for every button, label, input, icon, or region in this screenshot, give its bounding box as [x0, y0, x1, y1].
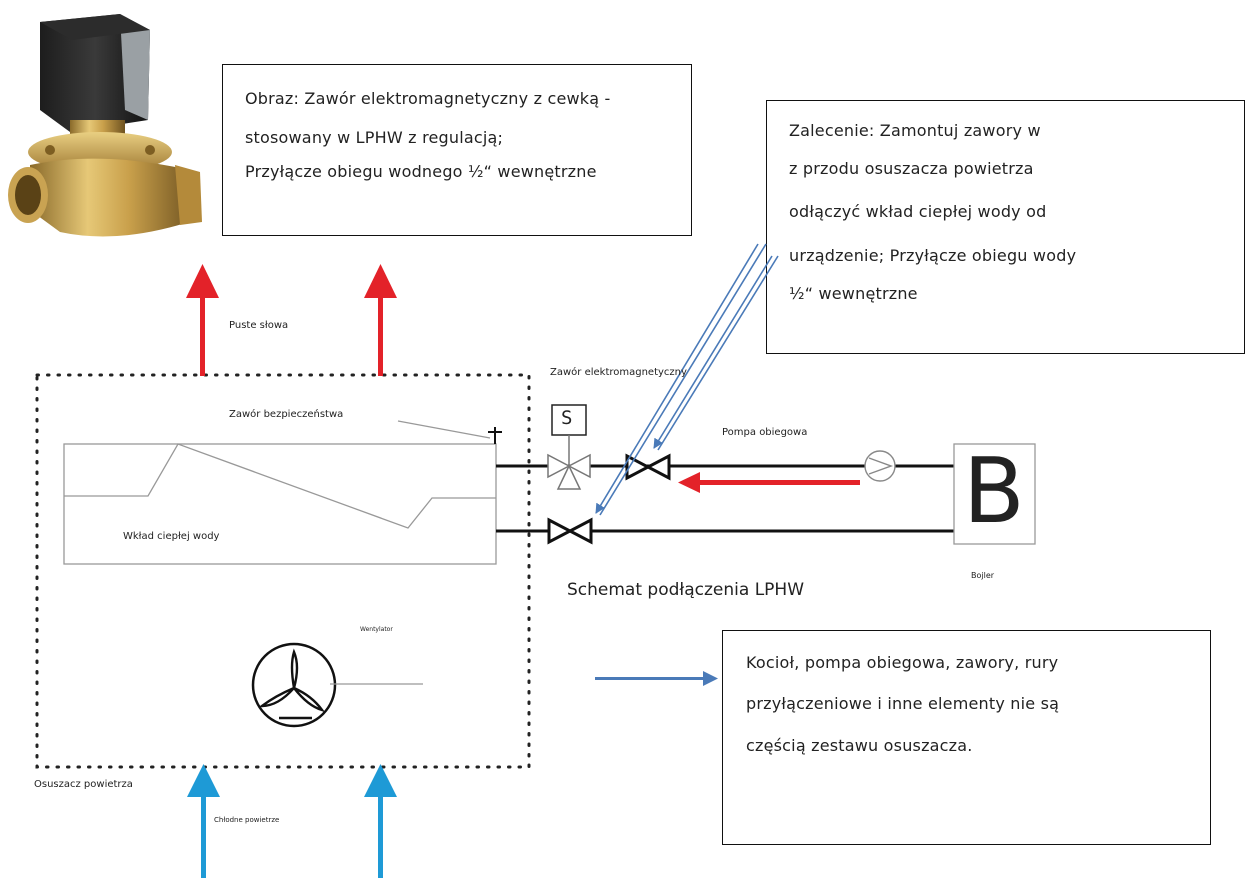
three-way-solenoid-valve	[547, 404, 591, 490]
scope-line-2: przyłączeniowe i inne elementy nie są	[746, 694, 1060, 713]
shutoff-valve-lower	[547, 517, 593, 545]
safety-valve-icon	[488, 427, 502, 444]
flow-direction-arrow	[678, 472, 860, 493]
fan-icon	[251, 642, 337, 728]
solenoid-s-symbol: S	[561, 407, 573, 429]
boiler-icon	[953, 443, 1036, 545]
boiler-b-symbol: B	[963, 439, 1025, 544]
dehumidifier-outline	[35, 373, 531, 769]
diagram-title: Schemat podłączenia LPHW	[567, 580, 805, 600]
image-description-box: Obraz: Zawór elektromagnetyczny z cewką …	[222, 64, 692, 236]
pump-icon	[864, 450, 896, 482]
recommendation-line-5: ½“ wewnętrzne	[789, 284, 918, 303]
recommendation-line-1: Zalecenie: Zamontuj zawory w	[789, 121, 1041, 140]
cool-air-label: Chłodne powietrze	[214, 816, 280, 824]
hot-water-coil	[63, 443, 497, 565]
scope-pointer-arrow	[595, 671, 718, 686]
safety-valve-label: Zawór bezpieczeństwa	[229, 409, 344, 420]
recommendation-line-4: urządzenie; Przyłącze obiegu wody	[789, 246, 1077, 265]
image-note-line-1: Obraz: Zawór elektromagnetyczny z cewką …	[245, 89, 611, 108]
image-note-line-2: stosowany w LPHW z regulacją;	[245, 128, 504, 147]
recommendation-box: Zalecenie: Zamontuj zawory w z przodu os…	[766, 100, 1245, 354]
hot-air-arrows	[186, 264, 397, 376]
puste-slowa-label: Puste słowa	[229, 320, 289, 331]
dehumidifier-label: Osuszacz powietrza	[34, 779, 133, 790]
scope-note-box: Kocioł, pompa obiegowa, zawory, rury prz…	[722, 630, 1211, 845]
fan-blades	[258, 648, 325, 713]
fan-label: Wentylator	[360, 626, 393, 633]
solenoid-valve-photo	[8, 14, 202, 237]
solenoid-valve-label: Zawór elektromagnetyczny	[550, 367, 687, 378]
recommendation-pointers	[595, 243, 779, 516]
scope-line-1: Kocioł, pompa obiegowa, zawory, rury	[746, 653, 1059, 672]
circulation-pump-label: Pompa obiegowa	[722, 427, 808, 438]
image-note-line-3: Przyłącze obiegu wodnego ½“ wewnętrzne	[245, 162, 597, 181]
recommendation-line-2: z przodu osuszacza powietrza	[789, 159, 1034, 178]
cool-air-arrows	[187, 764, 397, 878]
hot-water-coil-label: Wkład ciepłej wody	[123, 531, 220, 542]
boiler-label: Bojler	[971, 571, 995, 580]
scope-line-3: częścią zestawu osuszacza.	[746, 736, 973, 755]
recommendation-line-3: odłączyć wkład ciepłej wody od	[789, 202, 1047, 221]
coil-zigzag	[64, 443, 496, 529]
